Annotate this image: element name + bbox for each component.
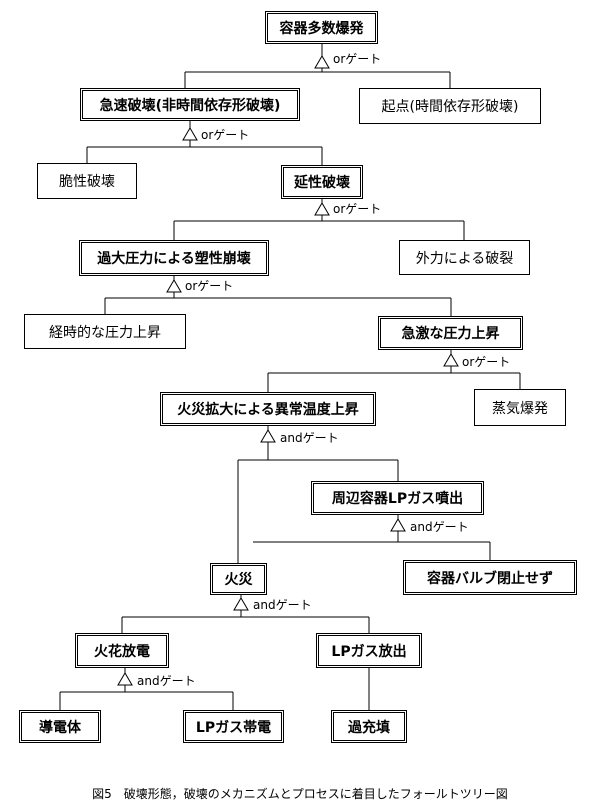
event-node: 起点(時間依存形破壊) [359,88,541,124]
event-node: 急激な圧力上昇 [378,316,523,350]
and-gate-triangle [233,597,249,611]
event-node: 経時的な圧力上昇 [24,314,186,349]
event-node: 過大圧力による塑性崩壊 [79,240,269,276]
event-node: LPガス放出 [316,633,422,668]
or-gate-triangle [182,127,198,141]
or-gate-triangle [314,202,330,216]
basic-event-node: LPガス帯電 [183,710,284,743]
event-node: 火災拡大による異常温度上昇 [160,392,376,426]
event-node: 周辺容器LPガス噴出 [311,481,484,515]
event-node: 火災 [210,563,267,595]
or-gate-label: orゲート [333,52,382,66]
and-gate-triangle [390,518,406,532]
event-node: 蒸気爆発 [474,389,566,426]
basic-event-node: 導電体 [19,710,101,743]
event-node: 容器バルブ閉止せず [403,560,577,595]
and-gate-label: andゲート [410,520,469,534]
and-gate-label: andゲート [280,431,339,445]
event-node: 延性破壊 [281,165,363,199]
or-gate-triangle [314,55,330,69]
or-gate-triangle [443,353,459,367]
and-gate-triangle [117,672,133,686]
event-node: 火花放電 [75,633,169,668]
or-gate-label: orゲート [333,202,382,216]
and-gate-label: andゲート [253,598,312,612]
event-node: 脆性破壊 [37,163,137,199]
or-gate-label: orゲート [201,128,250,142]
event-node: 急速破壊(非時間依存形破壊) [80,88,300,121]
top-event-node: 容器多数爆発 [265,11,378,44]
or-gate-triangle [166,279,182,293]
event-node: 外力による破裂 [399,240,530,275]
basic-event-node: 過充填 [331,710,407,743]
or-gate-label: orゲート [462,355,511,369]
or-gate-label: orゲート [185,279,234,293]
and-gate-label: andゲート [137,674,196,688]
and-gate-triangle [260,429,276,443]
figure-caption: 図5 破壊形態，破壊のメカニズムとプロセスに着目したフォールトツリー図 [92,787,508,801]
